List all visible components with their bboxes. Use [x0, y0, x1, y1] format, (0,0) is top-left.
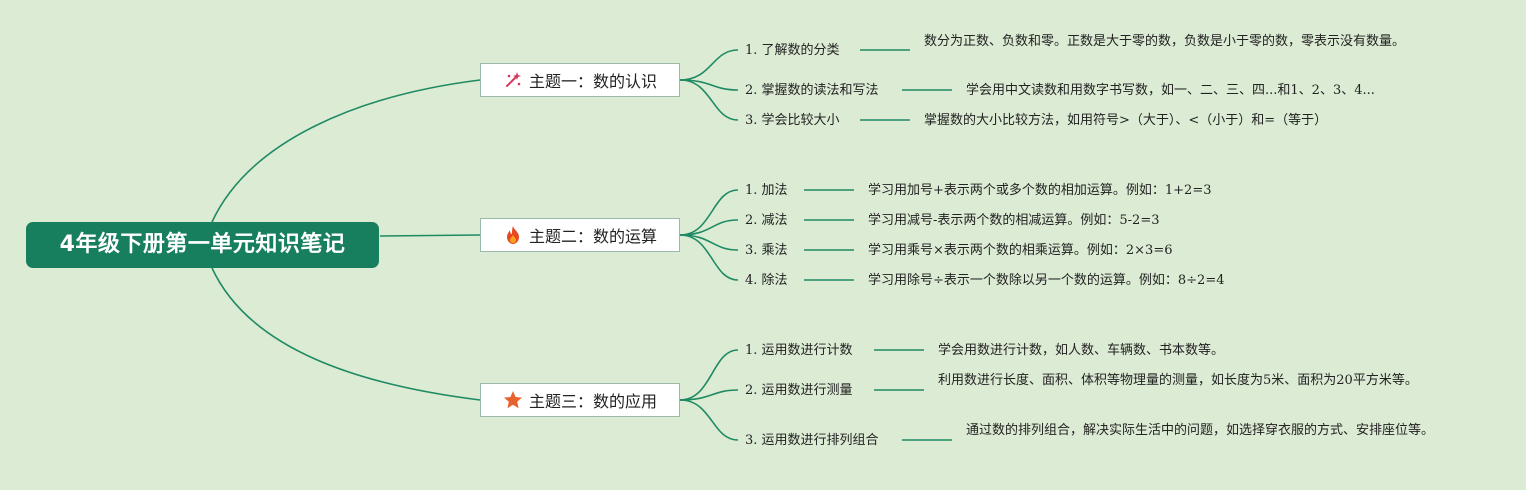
link-topic-1-item-3 [679, 79, 739, 121]
link-root-topic-2 [379, 234, 481, 237]
subtopic-3-1[interactable]: 1. 运用数进行计数 [745, 343, 853, 358]
subtopic-2-4[interactable]: 4. 除法 [745, 273, 788, 288]
topic-2[interactable]: 主题二：数的运算 [480, 218, 680, 252]
note-2-2: 学习用减号-表示两个数的相减运算。例如：5-2=3 [868, 213, 1160, 228]
subtopic-1-1[interactable]: 1. 了解数的分类 [745, 43, 840, 58]
link-topic-3-item-2 [679, 389, 739, 401]
subtopic-2-3[interactable]: 3. 乘法 [745, 243, 788, 258]
subtopic-2-2[interactable]: 2. 减法 [745, 213, 788, 228]
topic-3[interactable]: 主题三：数的应用 [480, 383, 680, 417]
note-1-1: 数分为正数、负数和零。正数是大于零的数，负数是小于零的数，零表示没有数量。 [924, 34, 1406, 49]
note-2-1: 学习用加号+表示两个或多个数的相加运算。例如：1+2=3 [868, 183, 1212, 198]
link-root-topic-1 [211, 79, 481, 223]
subtopic-2-1[interactable]: 1. 加法 [745, 183, 788, 198]
subtopic-1-3[interactable]: 3. 学会比较大小 [745, 113, 840, 128]
magic-wand-icon [503, 70, 523, 90]
note-2-4: 学习用除号÷表示一个数除以另一个数的运算。例如：8÷2=4 [868, 273, 1225, 288]
link-root-topic-3 [211, 267, 481, 401]
subtopic-3-3[interactable]: 3. 运用数进行排列组合 [745, 433, 879, 448]
link-topic-2-item-3 [679, 234, 739, 251]
link-topic-3-item-1 [679, 349, 739, 401]
subtopic-3-2[interactable]: 2. 运用数进行测量 [745, 383, 853, 398]
star-icon [503, 390, 523, 410]
note-3-3: 通过数的排列组合，解决实际生活中的问题，如选择穿衣服的方式、安排座位等。 [966, 423, 1435, 438]
root-title[interactable]: 4年级下册第一单元知识笔记 [26, 222, 379, 268]
note-2-3: 学习用乘号×表示两个数的相乘运算。例如：2×3=6 [868, 243, 1173, 258]
link-topic-3-item-3 [679, 399, 739, 441]
subtopic-1-2[interactable]: 2. 掌握数的读法和写法 [745, 83, 879, 98]
topic-label: 主题二：数的运算 [528, 227, 657, 246]
topic-label: 主题三：数的应用 [528, 392, 657, 411]
link-topic-2-item-2 [679, 219, 739, 236]
note-1-2: 学会用中文读数和用数字书写数，如一、二、三、四...和1、2、3、4... [966, 83, 1375, 98]
link-topic-2-item-1 [679, 189, 739, 236]
note-1-3: 掌握数的大小比较方法，如用符号>（大于）、<（小于）和=（等于） [924, 113, 1328, 128]
link-topic-1-item-1 [679, 49, 739, 81]
note-3-1: 学会用数进行计数，如人数、车辆数、书本数等。 [938, 343, 1225, 358]
fire-icon [503, 225, 523, 245]
note-3-2: 利用数进行长度、面积、体积等物理量的测量，如长度为5米、面积为20平方米等。 [938, 373, 1418, 388]
link-topic-2-item-4 [679, 234, 739, 281]
topic-1[interactable]: 主题一：数的认识 [480, 63, 680, 97]
topic-label: 主题一：数的认识 [528, 72, 657, 91]
